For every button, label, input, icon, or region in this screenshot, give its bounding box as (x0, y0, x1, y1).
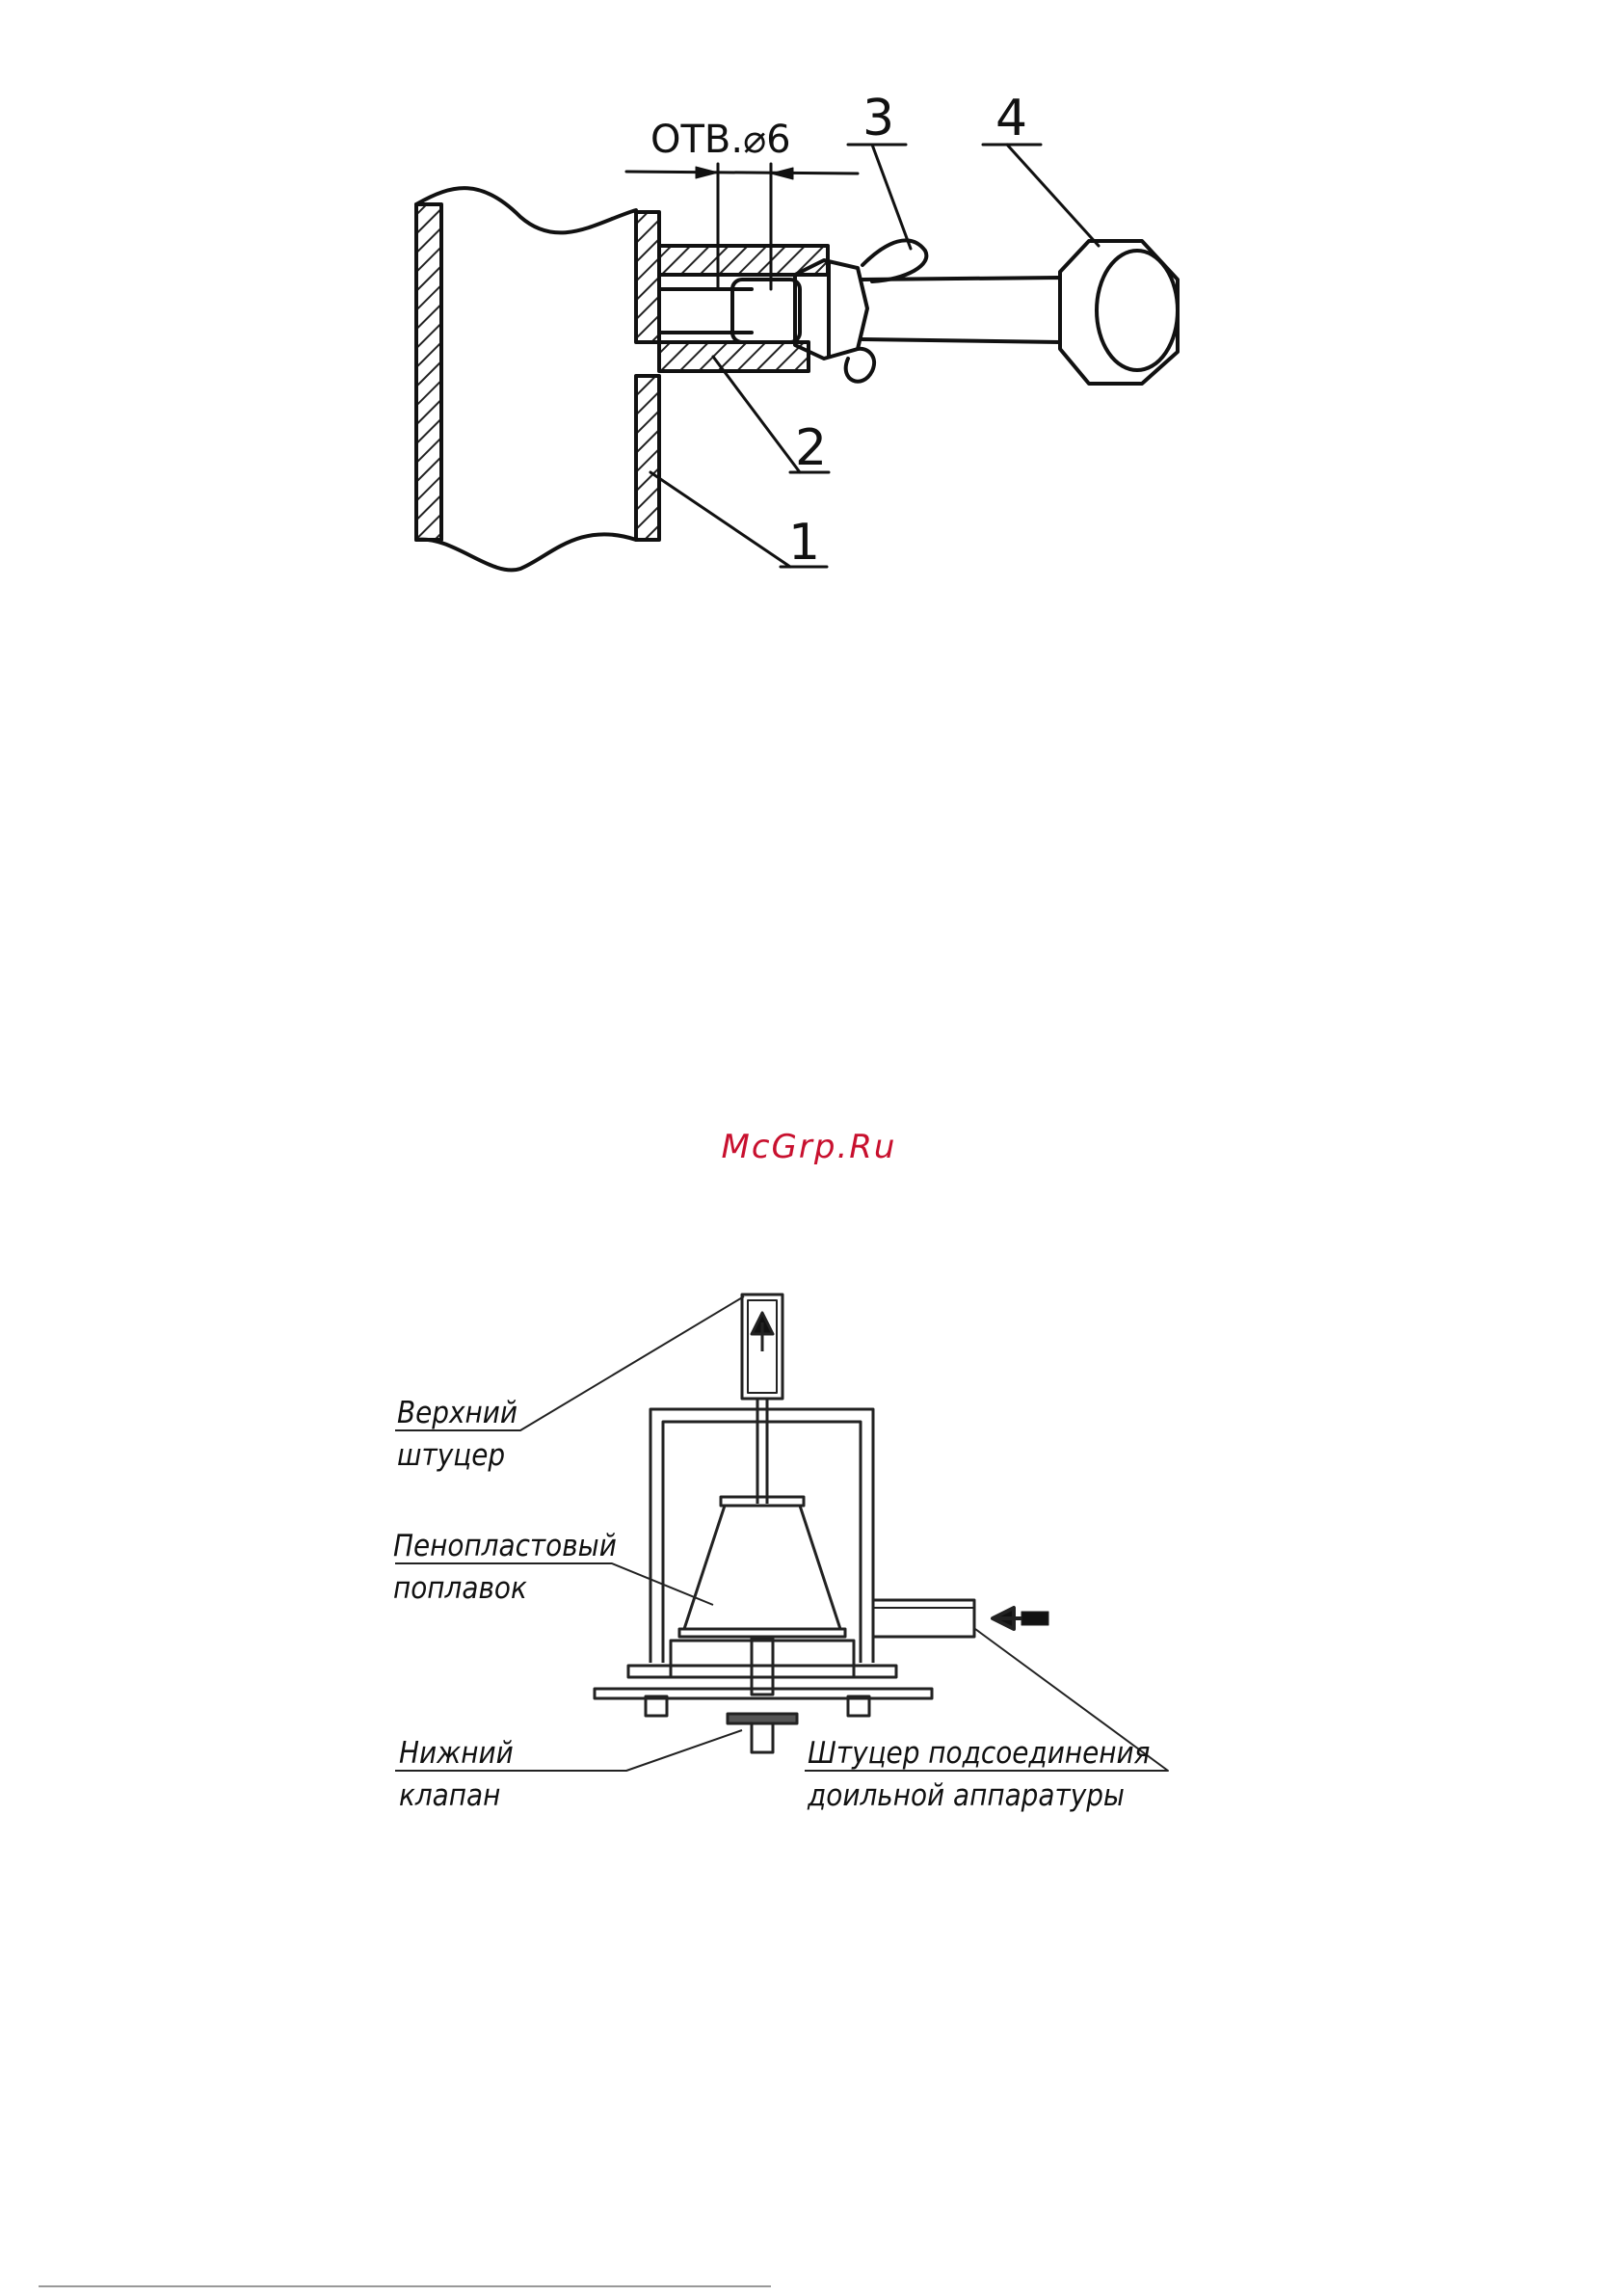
label-milking-fitting-line1: Штуцер подсоединения (808, 1736, 1150, 1771)
label-float-line1: Пенопластовый (393, 1529, 617, 1563)
pipe-break-top (416, 188, 636, 232)
pipe-break-bottom (416, 534, 636, 570)
valve-housing (671, 1641, 854, 1677)
label-lower-valve-line2: клапан (399, 1778, 500, 1813)
foam-float-cone (684, 1506, 840, 1629)
pipe-wall-left (416, 204, 441, 540)
lower-valve-nut (752, 1723, 773, 1752)
float-bottom-plate (679, 1629, 845, 1637)
callout-3: 3 (862, 90, 894, 147)
bolt-shank (862, 278, 1060, 342)
side-fitting-tube (873, 1600, 974, 1637)
figure-pipe-fitting-drawing (416, 145, 1178, 570)
boss-lower (659, 342, 809, 371)
leader-2 (713, 357, 800, 472)
dimension-arrow-left (696, 167, 718, 178)
label-milking-fitting-line2: доильной аппаратуры (807, 1778, 1125, 1813)
leader-3 (872, 145, 911, 249)
dimension-arrow-right (771, 168, 793, 179)
sealing-cord-bottom (846, 349, 874, 382)
label-lower-valve-line1: Нижний (399, 1736, 514, 1771)
bolt-head-chamfer (1097, 251, 1178, 370)
leader-1 (650, 472, 790, 567)
callout-4: 4 (995, 90, 1027, 147)
pipe-wall-right-upper (636, 212, 659, 342)
inlet-arrow-tail (1021, 1612, 1048, 1625)
leader-4 (1007, 145, 1099, 246)
callout-2: 2 (795, 419, 827, 477)
dimension-line (626, 172, 858, 174)
label-float-line2: поплавок (393, 1571, 527, 1606)
watermark-text: McGrp.Ru (0, 1128, 1618, 1166)
pipe-wall-right-lower (636, 376, 659, 540)
base-flange-upper (628, 1666, 896, 1677)
callout-1: 1 (788, 514, 820, 572)
up-arrow-icon (752, 1313, 773, 1351)
chamber-inner-wall (663, 1422, 861, 1663)
label-upper-fitting-line2: штуцер (397, 1438, 505, 1473)
label-upper-fitting-line1: Верхний (397, 1396, 517, 1430)
hole-dimension-label: ОТВ.⌀6 (650, 118, 791, 162)
sealing-cord-top (862, 240, 926, 281)
